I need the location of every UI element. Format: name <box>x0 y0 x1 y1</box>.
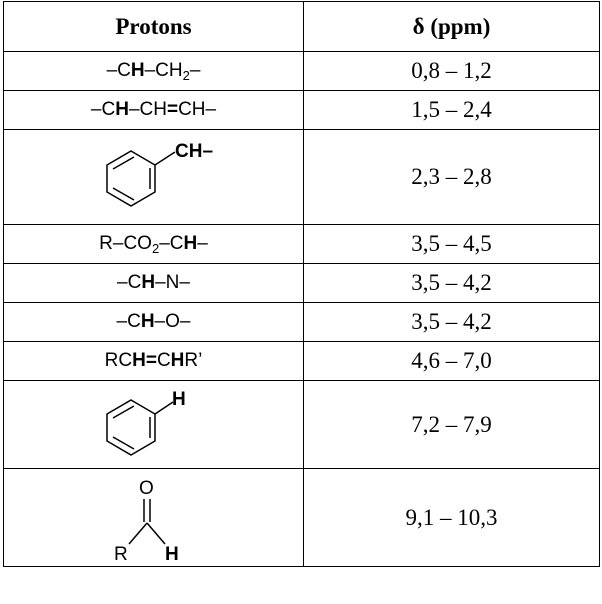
header-row: Protons δ (ppm) <box>3 1 600 52</box>
benzylic-ch-structure: CH– <box>105 141 213 207</box>
table-row: –CH–N– 3,5 – 4,2 <box>3 263 600 303</box>
proton-text: –C <box>117 272 142 293</box>
table-row: –CH–CH=CH– 1,5 – 2,4 <box>3 90 600 130</box>
proton-text: CH– <box>178 99 217 120</box>
shift-cell: 3,5 – 4,2 <box>303 263 600 303</box>
proton-text: – <box>189 59 201 81</box>
proton-text: –C <box>106 59 131 81</box>
table-row: –CH–CH2– 0,8 – 1,2 <box>3 51 600 91</box>
proton-h-bold: H <box>140 311 155 332</box>
shift-cell: 9,1 – 10,3 <box>303 468 600 567</box>
nmr-shift-table: Protons δ (ppm) –CH–CH2– 0,8 – 1,2 –CH–C… <box>3 1 600 567</box>
table-row: RCH=CHR’ 4,6 – 7,0 <box>3 341 600 381</box>
proton-text: –CH <box>144 59 183 81</box>
proton-cell: –CH–N– <box>3 263 304 303</box>
proton-text: C <box>156 350 171 371</box>
proton-cell: CH– <box>3 129 304 225</box>
structure-label: H <box>172 389 186 410</box>
shift-cell: 3,5 – 4,5 <box>303 224 600 264</box>
proton-h-bold: H <box>141 272 156 293</box>
table-row: H 7,2 – 7,9 <box>3 380 600 469</box>
structure-label-r: R <box>114 544 128 564</box>
header-shift: δ (ppm) <box>303 1 600 52</box>
proton-text: R’ <box>184 350 203 371</box>
proton-text: –C <box>116 311 141 332</box>
proton-h-bold: H <box>183 232 198 254</box>
header-protons: Protons <box>3 1 304 52</box>
proton-text: –N– <box>155 272 190 293</box>
proton-text: –C <box>159 232 184 254</box>
structure-label-h: H <box>165 544 179 564</box>
table-row: R–CO2–CH– 3,5 – 4,5 <box>3 224 600 264</box>
double-bond-sign: = <box>145 350 157 371</box>
double-bond-sign: = <box>166 99 179 120</box>
aromatic-h-structure: H <box>105 389 186 456</box>
proton-cell: H <box>3 380 304 469</box>
proton-text: R–CO <box>99 232 152 254</box>
proton-text: – <box>197 232 208 254</box>
table-row: CH– 2,3 – 2,8 <box>3 129 600 225</box>
proton-h-bold: H <box>170 350 185 371</box>
proton-cell: R–CO2–CH– <box>3 224 304 264</box>
proton-subscript: 2 <box>151 240 160 256</box>
proton-text: –CH <box>128 99 167 120</box>
proton-cell: –CH–CH2– <box>3 51 304 91</box>
proton-text: –O– <box>154 311 191 332</box>
structure-label-oxygen: O <box>139 478 154 499</box>
proton-subscript: 2 <box>182 67 190 83</box>
aldehyde-structure: O R H <box>114 478 179 564</box>
proton-h-bold: H <box>115 99 129 120</box>
proton-text: –C <box>90 99 116 120</box>
proton-text: RC <box>104 350 133 371</box>
table-row: –CH–O– 3,5 – 4,2 <box>3 302 600 342</box>
proton-cell: O R H <box>3 468 304 567</box>
proton-cell: –CH–CH=CH– <box>3 90 304 130</box>
shift-cell: 7,2 – 7,9 <box>303 380 600 469</box>
table-row: O R H 9,1 – 10,3 <box>3 468 600 567</box>
proton-h-bold: H <box>132 350 146 371</box>
proton-h-bold: H <box>130 59 145 81</box>
shift-cell: 4,6 – 7,0 <box>303 341 600 381</box>
shift-cell: 0,8 – 1,2 <box>303 51 600 91</box>
shift-cell: 1,5 – 2,4 <box>303 90 600 130</box>
shift-cell: 2,3 – 2,8 <box>303 129 600 225</box>
proton-cell: RCH=CHR’ <box>3 341 304 381</box>
structure-label: CH– <box>175 141 213 162</box>
proton-cell: –CH–O– <box>3 302 304 342</box>
shift-cell: 3,5 – 4,2 <box>303 302 600 342</box>
